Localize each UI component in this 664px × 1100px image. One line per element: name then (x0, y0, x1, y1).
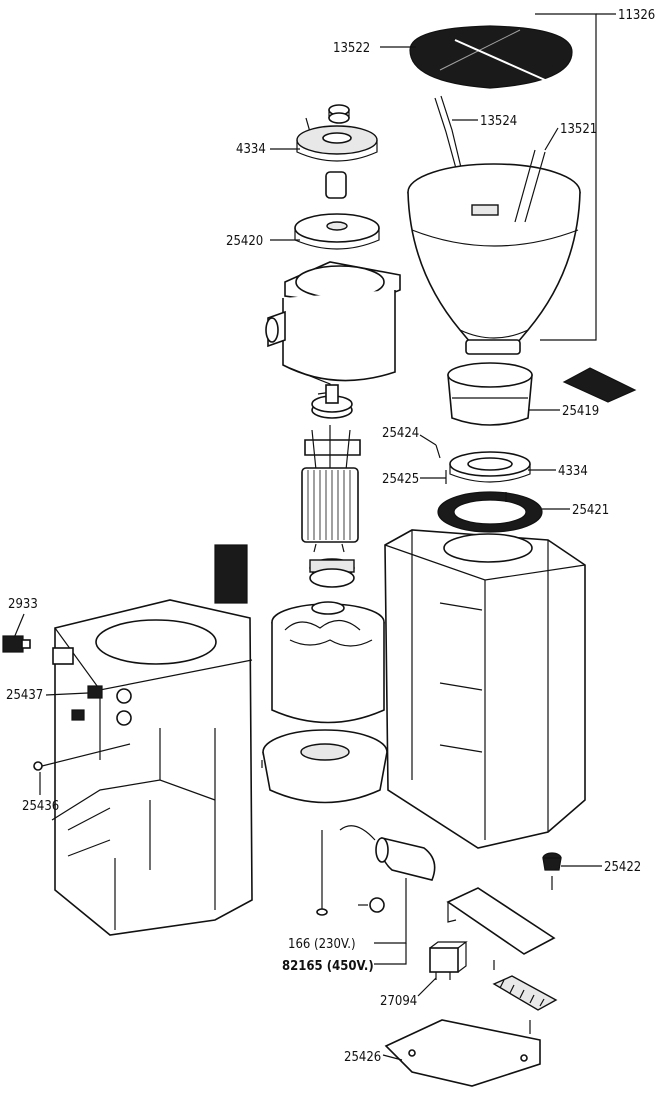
mounting-bracket (446, 887, 556, 955)
callout-11326: 11326 (618, 8, 655, 23)
hopper-lid (409, 25, 573, 89)
capacitor (339, 825, 436, 881)
power-switch (2, 635, 31, 653)
motor-base (261, 729, 389, 804)
callout-13521: 13521 (560, 122, 597, 137)
base-plate (384, 1019, 541, 1087)
rotor-bearing-bottom (309, 558, 355, 588)
callout-25436: 25436 (22, 799, 59, 814)
burr-locking-ring (449, 451, 531, 483)
relay (429, 941, 468, 980)
callout-25426: 25426 (344, 1050, 381, 1065)
callout-82165-450v: 82165 (450V.) (282, 959, 374, 974)
callout-4334-right: 4334 (558, 464, 588, 479)
leader-lines (13, 13, 616, 1061)
callout-2933: 2933 (8, 597, 38, 612)
callout-25424: 25424 (382, 426, 419, 441)
chute-flap (562, 367, 637, 403)
tie-rod (316, 830, 328, 916)
callout-25425: 25425 (382, 472, 419, 487)
stator (271, 601, 385, 724)
callout-25419: 25419 (562, 404, 599, 419)
callout-25422: 25422 (604, 860, 641, 875)
pin-spring (435, 444, 447, 484)
rotor-bearing-top (311, 384, 353, 419)
terminal-block (492, 960, 558, 1034)
callout-4334-top: 4334 (236, 142, 266, 157)
top-nut (328, 104, 350, 124)
callout-labels: 11326 13522 13524 13521 4334 25420 25419… (6, 8, 655, 1065)
long-bolt (33, 743, 131, 771)
rear-housing (384, 529, 586, 849)
callout-13524: 13524 (480, 114, 517, 129)
capacitor-clamp (358, 897, 385, 913)
adjust-scale-ring (437, 491, 543, 533)
callout-166-230v: 166 (230V.) (288, 937, 356, 952)
hopper (407, 149, 581, 355)
callout-25420: 25420 (226, 234, 263, 249)
front-housing (51, 599, 253, 936)
grind-adjust-collar (294, 213, 380, 250)
callout-25421: 25421 (572, 503, 609, 518)
upper-burr-ring (296, 125, 378, 162)
grinding-chamber (265, 261, 401, 395)
callout-13522: 13522 (333, 41, 370, 56)
rotor (301, 467, 359, 553)
callout-27094: 27094 (380, 994, 417, 1009)
rotor-fan (304, 425, 361, 471)
spindle-sleeve (325, 171, 347, 199)
rubber-foot (542, 852, 562, 890)
discharge-spout (447, 362, 533, 426)
indicator-lamp (71, 685, 103, 721)
air-filter (214, 544, 248, 604)
callout-25437: 25437 (6, 688, 43, 703)
